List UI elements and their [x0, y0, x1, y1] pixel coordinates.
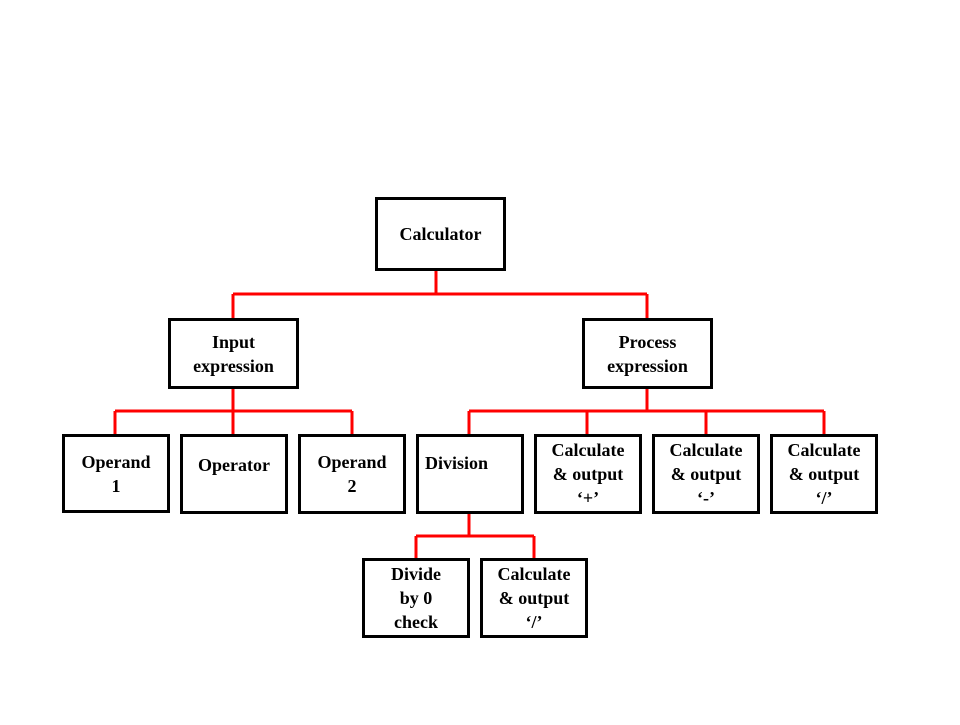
node-process-expression-label: Process expression	[607, 331, 688, 376]
node-operator-label: Operator	[198, 455, 270, 475]
node-input-expression-label: Input expression	[193, 331, 274, 376]
node-operand-1: Operand 1	[62, 434, 170, 513]
node-division-label: Division	[425, 453, 489, 473]
node-input-expression: Input expression	[168, 318, 299, 389]
node-calc-minus: Calculate & output ‘-’	[652, 434, 760, 514]
node-calc-plus-label: Calculate & output ‘+’	[551, 440, 625, 508]
node-calc-plus: Calculate & output ‘+’	[534, 434, 642, 514]
node-operand-2: Operand 2	[298, 434, 406, 514]
node-division: Division	[416, 434, 524, 514]
node-operand-2-label: Operand 2	[317, 452, 387, 496]
node-calc-div-top: Calculate & output ‘/’	[770, 434, 878, 514]
node-calculator-label: Calculator	[399, 224, 482, 244]
node-calc-div-bottom: Calculate & output ‘/’	[480, 558, 588, 638]
node-divide-by-zero-check-label: Divide by 0 check	[390, 564, 441, 632]
node-operand-1-label: Operand 1	[81, 451, 151, 496]
node-operator: Operator	[180, 434, 288, 514]
node-calc-div-top-label: Calculate & output ‘/’	[787, 440, 861, 508]
node-calculator: Calculator	[375, 197, 506, 271]
node-calc-minus-label: Calculate & output ‘-’	[669, 440, 743, 508]
node-divide-by-zero-check: Divide by 0 check	[362, 558, 470, 638]
node-calc-div-bottom-label: Calculate & output ‘/’	[497, 564, 571, 632]
node-process-expression: Process expression	[582, 318, 713, 389]
